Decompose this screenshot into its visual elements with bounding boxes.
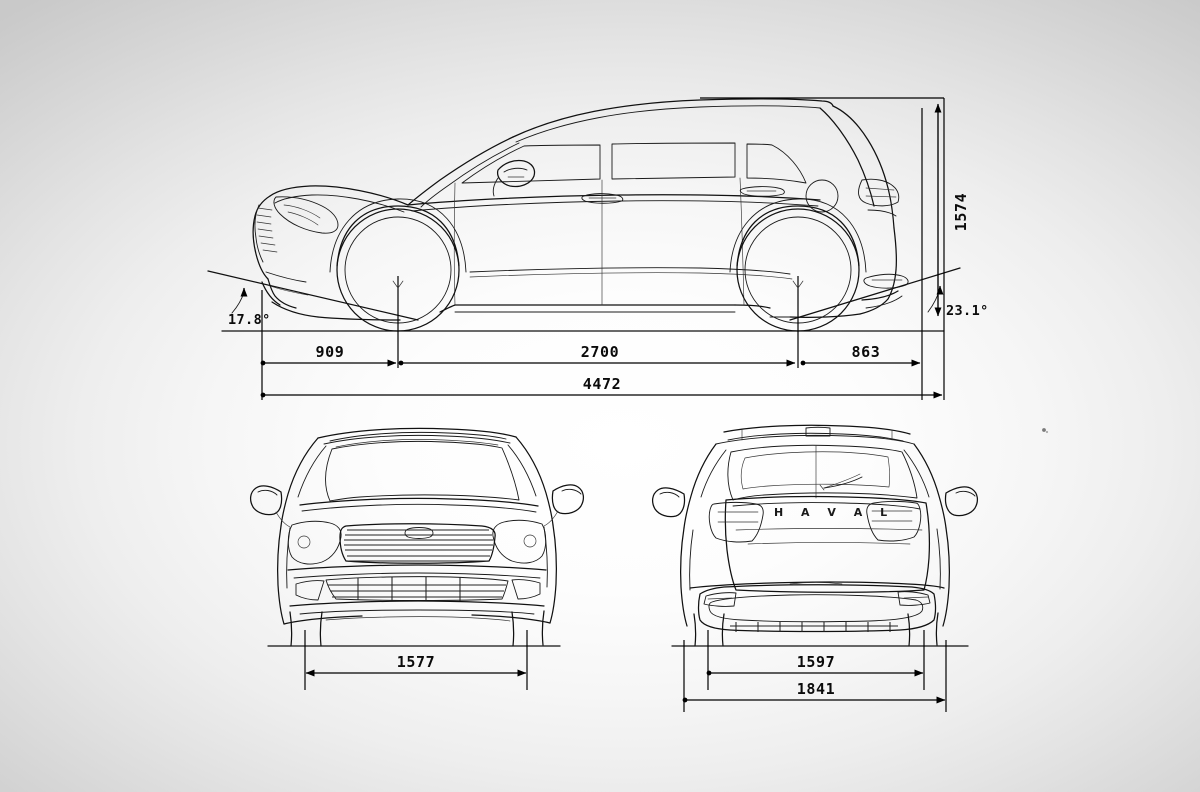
rear-overhang-label: 863 [852,343,881,361]
rear-wheel-centerline [792,276,804,368]
overall-width-dimension: 1841 [682,680,946,704]
tailgate-wordmark: H A V A L [774,506,894,519]
front-grille-slats [344,529,493,562]
front-overhang-label: 909 [316,343,345,361]
approach-angle-arc [231,291,245,314]
car-rear-outline: H A V A L [651,424,979,647]
rear-diffuser-slats [730,622,898,632]
scan-artifact-speck [1042,428,1049,434]
overall-length-dimension: 4472 [260,375,943,399]
overall-height-label: 1574 [952,193,970,232]
side-elevation-view: 17.8° 23.1° 1574 909 2700 863 [207,97,989,400]
wheelbase-label: 2700 [581,343,620,361]
departure-angle-label: 23.1° [946,303,989,319]
overall-width-label: 1841 [797,680,836,698]
wheelbase-dimension-row: 909 2700 863 [260,343,921,367]
overall-length-label: 4472 [583,375,622,393]
overall-height-dimension: 1574 [934,103,970,317]
front-track-dimension: 1577 [305,653,527,677]
lower-intake-slats [328,577,506,601]
front-track-label: 1577 [397,653,436,671]
front-elevation-view: 1577 [249,427,585,690]
rear-track-dimension: 1597 [706,653,924,677]
front-wheel-centerline [392,276,404,368]
departure-angle-ray [789,267,961,321]
rear-elevation-view: H A V A L [651,424,979,712]
rear-track-label: 1597 [797,653,836,671]
approach-angle-ray [207,270,419,321]
car-front-outline [249,427,585,647]
car-side-outline [252,98,909,332]
approach-angle-label: 17.8° [228,312,271,328]
